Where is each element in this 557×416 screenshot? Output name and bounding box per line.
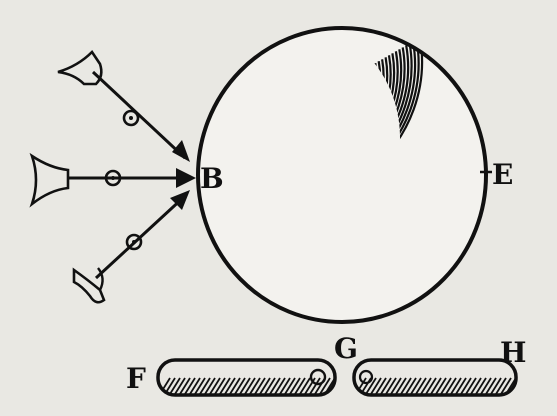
rod-hatch-line — [165, 378, 175, 394]
rod-hatch-line — [220, 378, 230, 394]
rod-hatch-line — [401, 378, 411, 394]
label-b: B — [200, 162, 224, 195]
rod-hatch-line — [486, 378, 496, 394]
label-g: G — [334, 332, 358, 365]
rod-hatch-line — [491, 378, 501, 394]
rod-hatch-line — [255, 378, 265, 394]
rod-hatch-line — [285, 378, 295, 394]
rod-hatch-line — [421, 378, 431, 394]
rod-hatch-line — [240, 378, 250, 394]
rod-hatch-line — [461, 378, 471, 394]
rod-hatch-line — [441, 378, 451, 394]
rod-hatch-line — [235, 378, 245, 394]
rod-hatch-line — [195, 378, 205, 394]
rod-hatch-line — [381, 378, 391, 394]
rod-hatch-line — [190, 378, 200, 394]
label-e: E — [492, 158, 513, 191]
rod-hatch-line — [371, 378, 381, 394]
rod-hatch-line — [456, 378, 466, 394]
rod-hatch-line — [200, 378, 210, 394]
rod-hatch-line — [180, 378, 190, 394]
label-h: H — [500, 336, 526, 369]
arrow-middle — [32, 156, 196, 204]
label-f: F — [126, 362, 146, 395]
rod-hatch-line — [386, 378, 396, 394]
rod-hatch-line — [426, 378, 436, 394]
rod-hatch-line — [210, 378, 220, 394]
rod-hatch-line — [225, 378, 235, 394]
sphere-highlight — [200, 26, 400, 250]
rod-hatch-line — [260, 378, 270, 394]
rod-hatch-line — [300, 378, 310, 394]
rod-hatch-line — [451, 378, 461, 394]
rod-hatch-line — [496, 378, 506, 394]
arrow-top — [58, 52, 190, 162]
rod-hatch-line — [250, 378, 260, 394]
rod-hatch-line — [305, 378, 315, 394]
rod-h — [354, 360, 521, 395]
rod-hatch-line — [275, 378, 285, 394]
rod-hatch-line — [436, 378, 446, 394]
sphere — [198, 26, 486, 322]
rod-hatch-line — [280, 378, 290, 394]
rod-hatch-line — [466, 378, 476, 394]
rod-hatch-line — [230, 378, 240, 394]
rod-hatch-line — [215, 378, 225, 394]
rod-hatch-line — [406, 378, 416, 394]
rod-hatch-line — [396, 378, 406, 394]
rod-hatch-line — [431, 378, 441, 394]
rod-hatch-line — [245, 378, 255, 394]
arrow-bottom — [74, 190, 190, 302]
rod-hatch-line — [476, 378, 486, 394]
rod-hatch-line — [471, 378, 481, 394]
rod-hatch-line — [290, 378, 300, 394]
rod-f — [158, 360, 340, 395]
rod-hatch-line — [175, 378, 185, 394]
rod-hatch-line — [411, 378, 421, 394]
rod-hatch-line — [295, 378, 305, 394]
rod-hatch-line — [170, 378, 180, 394]
rod-hatch-line — [416, 378, 426, 394]
rod-hatch-line — [270, 378, 280, 394]
rod-hatch-line — [265, 378, 275, 394]
rod-hatch-line — [376, 378, 386, 394]
rod-hatch-line — [205, 378, 215, 394]
rod-hatch-line — [481, 378, 491, 394]
rod-hatch-line — [361, 378, 371, 394]
rod-hatch-line — [185, 378, 195, 394]
rod-hatch-line — [446, 378, 456, 394]
rod-hatch-line — [391, 378, 401, 394]
